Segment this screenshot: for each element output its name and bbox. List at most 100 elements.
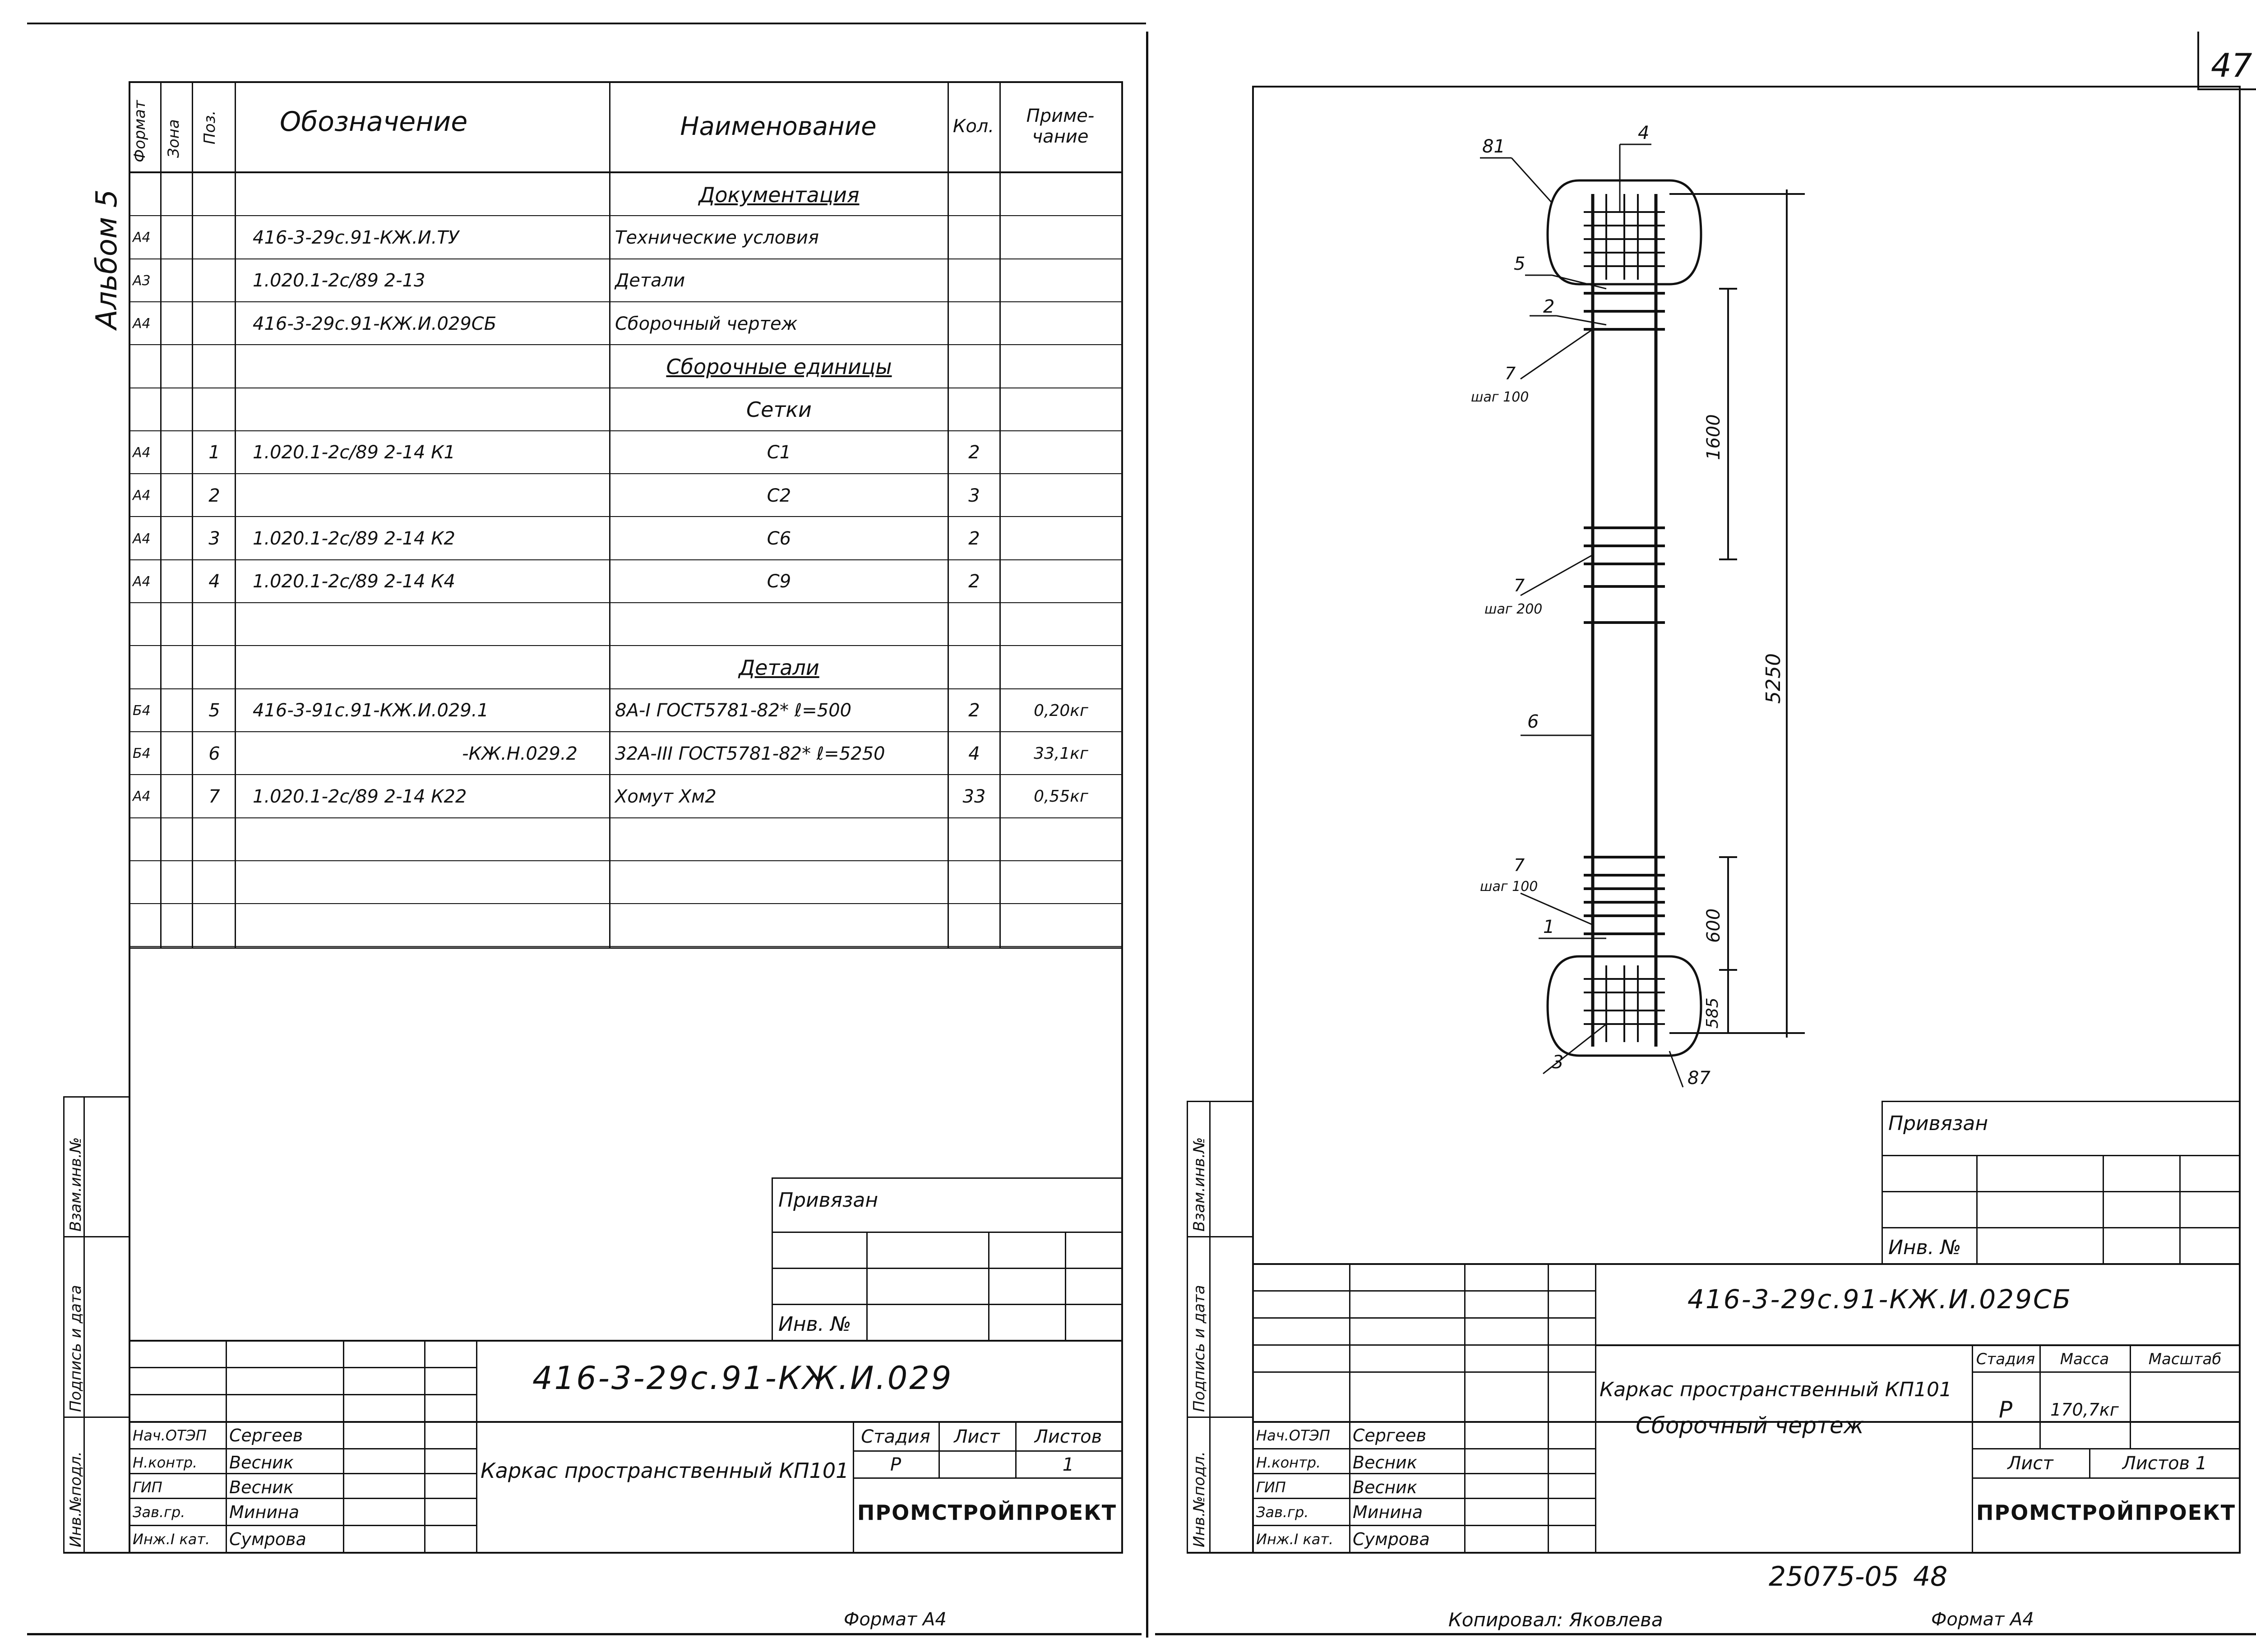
dim-5250: 5250 bbox=[1762, 653, 1785, 704]
row-format: А4 bbox=[133, 573, 151, 590]
row-designation: 1.020.1-2с/89 2-13 bbox=[253, 270, 425, 291]
signature-name: Минина bbox=[229, 1502, 300, 1522]
callout-7a: 7 bbox=[1505, 363, 1516, 383]
row-name: Технические условия bbox=[615, 227, 819, 248]
frame-top bbox=[129, 81, 1121, 83]
archive-page: 48 bbox=[1913, 1561, 1948, 1592]
right-stage-header: Стадия bbox=[1976, 1350, 2035, 1368]
callout-step-200: шаг 200 bbox=[1484, 601, 1543, 617]
callout-7c: 7 bbox=[1514, 855, 1525, 875]
row-note: 0,55кг bbox=[1034, 787, 1088, 806]
signature-role: ГИП bbox=[1256, 1478, 1286, 1496]
row-format: Б4 bbox=[133, 702, 151, 719]
row-name: С6 bbox=[767, 528, 791, 549]
signature-role: Инж.I кат. bbox=[1256, 1530, 1334, 1548]
row-format: А4 bbox=[133, 531, 151, 547]
signature-role: Зав.гр. bbox=[133, 1503, 185, 1521]
right-bottom-line bbox=[1155, 1633, 2256, 1635]
left-stage-header: Стадия bbox=[861, 1426, 930, 1447]
signature-role: Нач.ОТЭП bbox=[133, 1426, 207, 1444]
row-name: Хомут Хм2 bbox=[615, 786, 717, 807]
archive-number: 25075-05 bbox=[1769, 1561, 1899, 1592]
dim-1600: 1600 bbox=[1703, 414, 1724, 460]
row-pos: 5 bbox=[208, 700, 220, 721]
header-name: Наименование bbox=[680, 111, 877, 141]
left-org: ПРОМСТРОЙПРОЕКТ bbox=[857, 1500, 1117, 1525]
right-sheets-header: Листов 1 bbox=[2122, 1453, 2207, 1474]
row-name: Сборочный чертеж bbox=[615, 313, 798, 334]
left-sheet-header: Лист bbox=[954, 1426, 1000, 1447]
frame-right bbox=[1121, 81, 1123, 1552]
row-name: С1 bbox=[767, 442, 791, 463]
row-name: Сетки bbox=[746, 397, 812, 422]
right-org: ПРОМСТРОЙПРОЕКТ bbox=[1976, 1500, 2236, 1525]
row-qty: 2 bbox=[968, 442, 980, 463]
row-format: Б4 bbox=[133, 746, 151, 762]
row-designation: 1.020.1-2с/89 2-14 К22 bbox=[253, 786, 467, 807]
row-designation: 1.020.1-2с/89 2-14 К1 bbox=[253, 442, 455, 463]
row-pos: 3 bbox=[208, 528, 220, 549]
right-doc-code: 416-3-29с.91-КЖ.И.029СБ bbox=[1687, 1284, 2072, 1315]
row-designation: 1.020.1-2с/89 2-14 К4 bbox=[253, 571, 455, 592]
callout-4: 4 bbox=[1638, 123, 1650, 143]
dim-585: 585 bbox=[1703, 997, 1722, 1029]
row-format: А4 bbox=[133, 444, 151, 461]
row-designation: 1.020.1-2с/89 2-14 К2 bbox=[253, 528, 455, 549]
row-qty: 33 bbox=[962, 786, 986, 807]
header-designation: Обозначение bbox=[280, 106, 468, 138]
row-name: 32А-III ГОСТ5781-82* ℓ=5250 bbox=[615, 743, 885, 764]
row-designation: 416-3-29с.91-КЖ.И.ТУ bbox=[253, 227, 459, 248]
left-doc-code: 416-3-29с.91-КЖ.И.029 bbox=[532, 1360, 953, 1397]
row-name: 8А-I ГОСТ5781-82* ℓ=500 bbox=[615, 700, 852, 721]
frame-bottom bbox=[63, 1552, 1123, 1554]
right-format: Формат А4 bbox=[1931, 1609, 2034, 1630]
row-name: Детали bbox=[615, 270, 685, 291]
callout-step-100a: шаг 100 bbox=[1471, 389, 1529, 405]
row-name: С2 bbox=[767, 485, 791, 506]
page-number: 47 bbox=[2211, 46, 2252, 84]
right-privyazan: Привязан bbox=[1888, 1112, 1988, 1135]
row-pos: 4 bbox=[208, 571, 220, 592]
right-doc-name-2: Сборочный чертеж bbox=[1636, 1412, 1864, 1439]
callout-3: 3 bbox=[1552, 1052, 1564, 1073]
callout-81: 81 bbox=[1482, 136, 1505, 157]
callout-2: 2 bbox=[1543, 296, 1555, 317]
signature-role: Нач.ОТЭП bbox=[1256, 1426, 1330, 1444]
signature-name: Сумрова bbox=[1353, 1529, 1430, 1549]
signature-role: Инж.I кат. bbox=[133, 1530, 210, 1548]
callout-6: 6 bbox=[1527, 711, 1539, 732]
row-name: Документация bbox=[698, 182, 860, 207]
row-designation: 416-3-29с.91-КЖ.И.029СБ bbox=[253, 313, 497, 334]
copied-by: Копировал: Яковлева bbox=[1448, 1608, 1663, 1631]
right-sheet-header: Лист bbox=[2007, 1453, 2053, 1474]
signature-role: ГИП bbox=[133, 1478, 162, 1496]
row-format: А4 bbox=[133, 230, 151, 246]
row-format: А4 bbox=[133, 316, 151, 332]
signature-name: Сергеев bbox=[1353, 1425, 1427, 1445]
frame-left bbox=[129, 81, 130, 1552]
page-top-line bbox=[27, 23, 1146, 24]
row-name: Сборочные единицы bbox=[666, 354, 892, 379]
callout-87: 87 bbox=[1687, 1068, 1710, 1089]
right-mass: 170,7кг bbox=[2050, 1400, 2119, 1420]
signature-name: Весник bbox=[1353, 1452, 1417, 1472]
callout-1: 1 bbox=[1543, 917, 1555, 937]
left-inv-no: Инв. № bbox=[778, 1312, 851, 1336]
signature-role: Н.контр. bbox=[1256, 1454, 1321, 1471]
right-doc-name-1: Каркас пространственный КП101 bbox=[1600, 1378, 1952, 1401]
dim-600: 600 bbox=[1703, 908, 1724, 943]
row-format: А3 bbox=[133, 272, 151, 289]
signature-role: Н.контр. bbox=[133, 1454, 198, 1471]
row-qty: 2 bbox=[968, 528, 980, 549]
left-stage: Р bbox=[890, 1454, 901, 1475]
right-mass-header: Масса bbox=[2060, 1350, 2109, 1368]
row-pos: 2 bbox=[208, 485, 220, 506]
page-bottom-line bbox=[27, 1633, 1142, 1635]
left-sheets-header: Листов bbox=[1034, 1426, 1102, 1447]
left-sheets: 1 bbox=[1062, 1454, 1074, 1475]
row-name: С9 bbox=[767, 571, 791, 592]
row-qty: 4 bbox=[968, 743, 980, 764]
row-designation: -КЖ.Н.029.2 bbox=[462, 743, 578, 764]
left-format: Формат А4 bbox=[844, 1609, 947, 1630]
